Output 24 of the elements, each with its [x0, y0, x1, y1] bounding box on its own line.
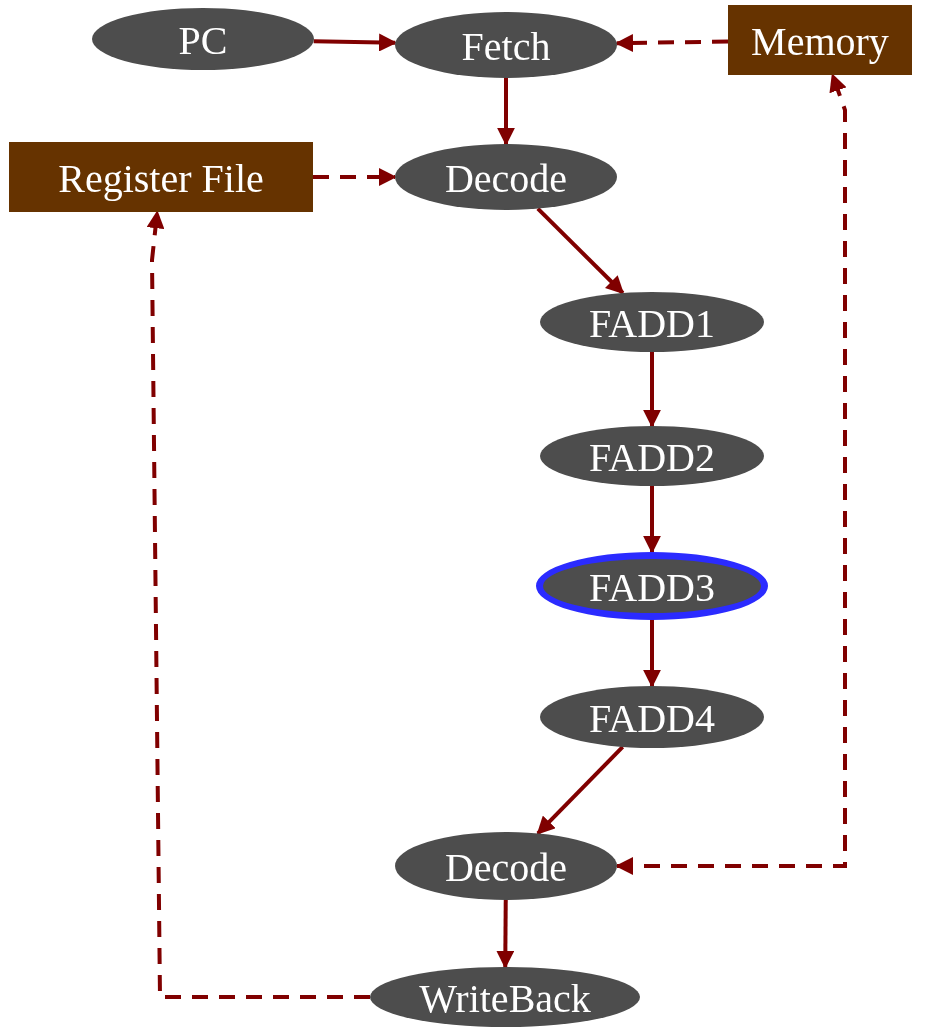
node-label: Decode — [444, 154, 568, 202]
node-label: FADD4 — [589, 694, 715, 742]
node-label: Memory — [751, 17, 889, 65]
node-label: FADD2 — [589, 433, 715, 481]
arrow — [643, 620, 661, 688]
arrow — [313, 168, 397, 186]
node-label: Register File — [58, 154, 264, 202]
arrow — [536, 745, 625, 835]
node-label: PC — [178, 16, 228, 64]
arrow — [496, 900, 515, 969]
arrow — [536, 207, 625, 295]
arrow — [643, 486, 661, 554]
arrow — [615, 34, 729, 52]
node-label: FADD1 — [589, 299, 715, 347]
unit-box — [9, 142, 313, 212]
unit-box — [728, 5, 912, 75]
node-label: Fetch — [461, 22, 551, 70]
node-label: WriteBack — [419, 974, 591, 1022]
node-label: FADD3 — [589, 563, 715, 611]
arrow — [643, 352, 661, 428]
arrow — [146, 210, 370, 999]
arrow — [615, 73, 847, 875]
arrow — [497, 78, 515, 146]
node-label: Decode — [444, 843, 568, 891]
